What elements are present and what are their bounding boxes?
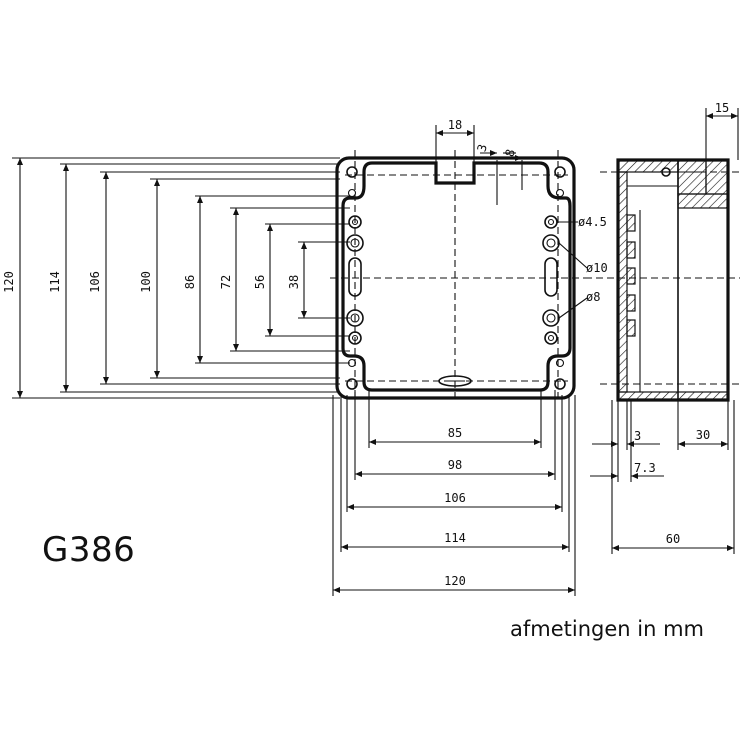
dim-114-vertical: 114 <box>48 271 62 293</box>
hole-label-10: ø10 <box>586 261 608 275</box>
corner-hole-tl <box>346 166 358 178</box>
dim-60-side: 60 <box>666 532 680 546</box>
hole-callouts: ø4.5 ø10 ø8 <box>558 215 608 319</box>
dim-98-horizontal: 98 <box>448 458 462 472</box>
dim-18-top: 18 <box>448 118 462 132</box>
dim-106-vertical: 106 <box>88 271 102 293</box>
side-dimensions: 15 3 30 7.3 60 <box>590 101 739 554</box>
dim-15-side: 15 <box>715 101 729 115</box>
corner-hole-br <box>554 378 566 390</box>
corner-hole-bl <box>346 378 358 390</box>
vertical-dimensions: 120 114 106 100 86 72 56 38 <box>2 157 350 399</box>
mounting-holes-right <box>542 215 560 345</box>
dim-3-top: 3 <box>474 143 489 154</box>
dim-114-horizontal: 114 <box>444 531 466 545</box>
dim-72-vertical: 72 <box>219 275 233 289</box>
dim-3-side: 3 <box>634 429 641 443</box>
units-note: afmetingen in mm <box>510 617 704 641</box>
dim-120-horizontal: 120 <box>444 574 466 588</box>
dim-86-vertical: 86 <box>183 275 197 289</box>
dim-30-side: 30 <box>696 428 710 442</box>
lid-outline <box>341 161 572 392</box>
dim-7-3-side: 7.3 <box>634 461 656 475</box>
horizontal-dimensions: 85 98 106 114 120 <box>332 390 576 596</box>
model-number: G386 <box>42 530 136 570</box>
hole-label-4-5: ø4.5 <box>578 215 607 229</box>
dim-120-vertical: 120 <box>2 271 16 293</box>
hole-label-8: ø8 <box>586 290 600 304</box>
dim-85-horizontal: 85 <box>448 426 462 440</box>
dim-38-vertical: 38 <box>287 275 301 289</box>
mounting-holes-left <box>346 215 364 345</box>
bottom-slot <box>438 375 472 387</box>
front-view <box>330 150 585 400</box>
side-view <box>585 158 740 402</box>
corner-hole-tr <box>554 166 566 178</box>
dim-100-vertical: 100 <box>139 271 153 293</box>
dim-106-horizontal: 106 <box>444 491 466 505</box>
dim-8-top: 8 <box>502 148 517 159</box>
dim-56-vertical: 56 <box>253 275 267 289</box>
top-dimensions: 18 3 8 <box>435 118 522 163</box>
